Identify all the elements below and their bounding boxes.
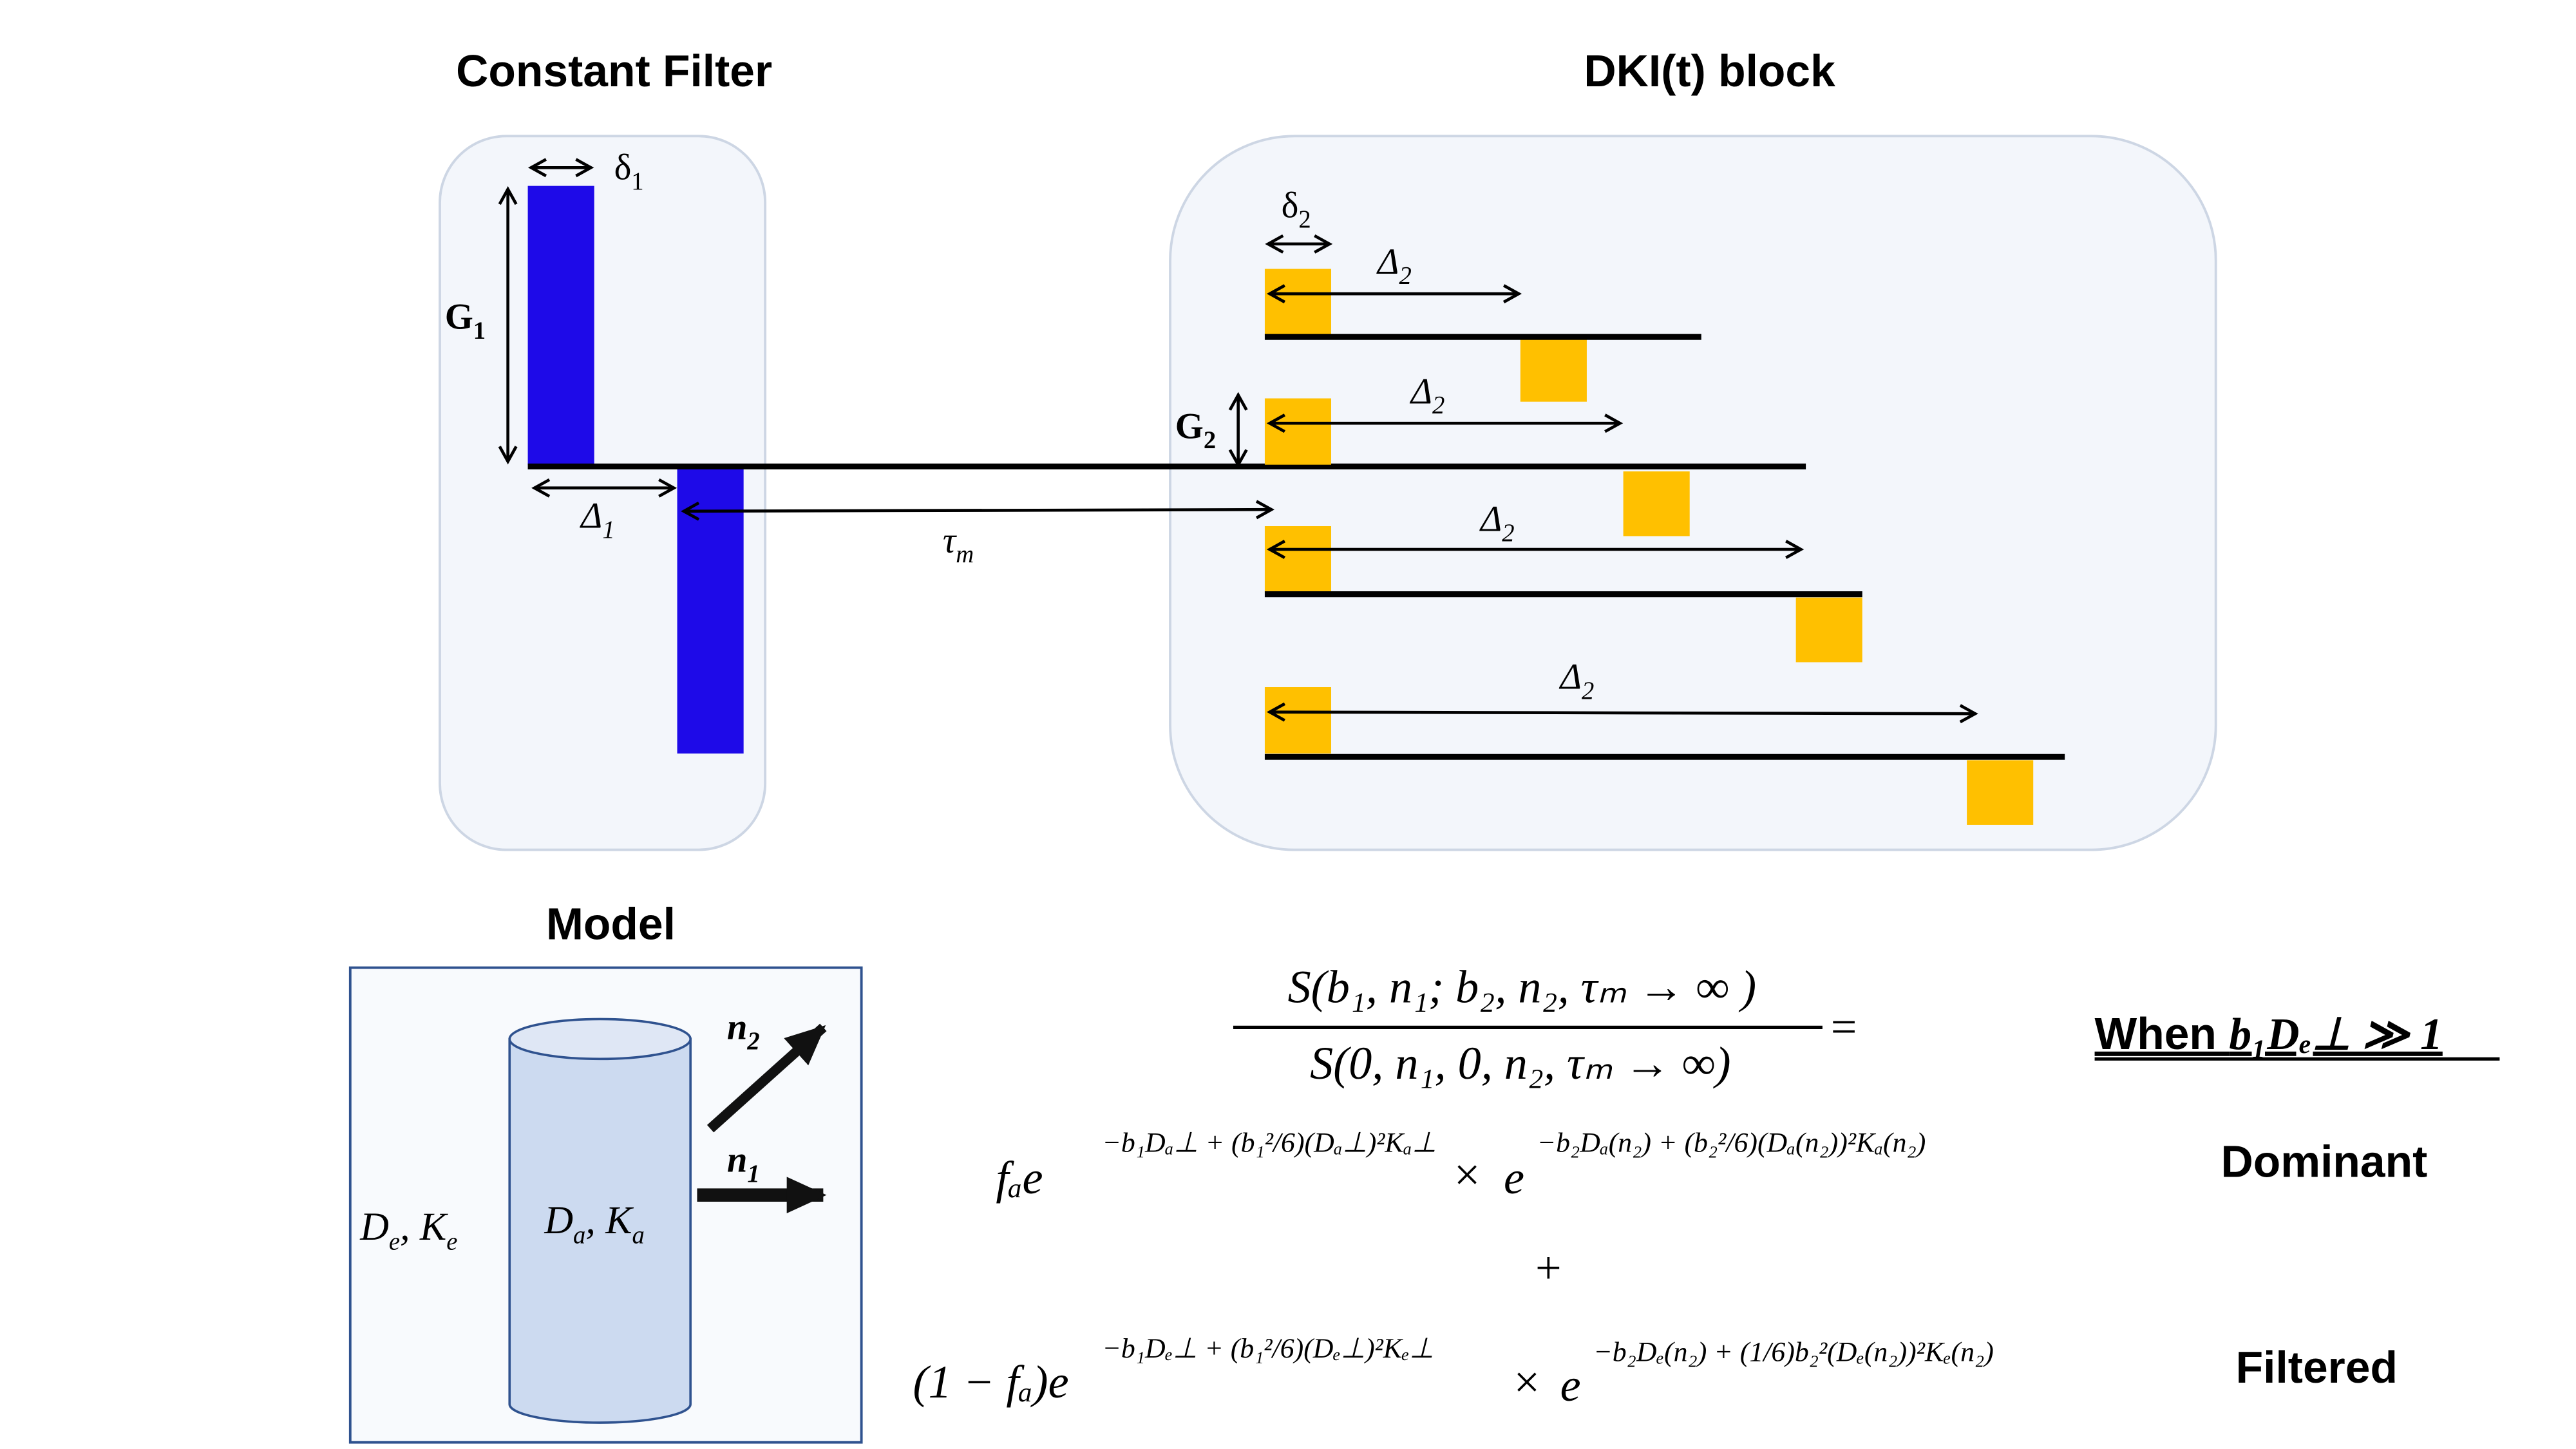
constant-filter-title: Constant Filter	[456, 46, 772, 96]
Delta2-label: Δ2	[1479, 499, 1515, 547]
dki-row-4: Δ2	[1264, 657, 2065, 825]
G2-label: G2	[1175, 406, 1216, 453]
dki-pulse-negative	[1623, 471, 1690, 536]
delta2-label: δ2	[1282, 185, 1311, 233]
filter-gradient-pulse-positive	[527, 185, 594, 465]
filtered-term: (1 − fₐ)e −b₁Dₑ⊥ + (b₁²/6)(Dₑ⊥)²Kₑ⊥ × e …	[913, 1333, 1994, 1411]
Delta2-label: Δ2	[1376, 242, 1412, 289]
Delta1-label: Δ1	[580, 496, 615, 544]
dominant-term-exponent-2: −b₂Dₐ(n₂) + (b₂²/6)(Dₐ(n₂))²Kₐ(n₂)	[1537, 1128, 1926, 1159]
tau-m-arrow	[681, 500, 1275, 521]
intra-axonal-label: Da, Ka	[544, 1198, 644, 1249]
Delta2-arrow	[1266, 702, 1978, 724]
signal-ratio-denominator: S(0, n₁, 0, n₂, τₘ → ∞)	[1310, 1037, 1730, 1089]
dki-block-title: DKI(t) block	[1584, 46, 1835, 96]
dominant-term-prefix: fₐe	[996, 1152, 1043, 1204]
dominant-term-exponent-1: −b₁Dₐ⊥ + (b₁²/6)(Dₐ⊥)²Kₐ⊥	[1102, 1128, 1436, 1159]
dki-row-1: Δ2	[1264, 242, 1701, 402]
dki-pulse-negative	[1795, 597, 1862, 663]
n1-label: n1	[727, 1140, 760, 1188]
n2-direction-arrow	[706, 1023, 827, 1133]
Delta2-label: Δ2	[1559, 657, 1595, 705]
filtered-term-exponent-1: −b₁Dₑ⊥ + (b₁²/6)(Dₑ⊥)²Kₑ⊥	[1102, 1333, 1434, 1364]
dki-block-panel	[1169, 135, 2217, 851]
filtered-term-e: e	[1560, 1359, 1581, 1411]
dki-row-2: Δ2 G2	[1175, 371, 1690, 536]
times-sign: ×	[1454, 1149, 1481, 1200]
delta1-label: δ1	[614, 147, 644, 194]
dki-pulse-positive	[1264, 269, 1332, 336]
dki-pulse-negative	[1520, 338, 1587, 402]
tau-m-label: τm	[943, 520, 974, 568]
dki-pulse-positive	[1264, 398, 1332, 465]
dominant-term: fₐe −b₁Dₐ⊥ + (b₁²/6)(Dₐ⊥)²Kₐ⊥ × e −b₂Dₐ(…	[996, 1128, 1926, 1204]
filtered-term-exponent-2: −b₂Dₑ(n₂) + (1/6)b₂²(Dₑ(n₂))²Kₑ(n₂)	[1593, 1336, 1994, 1367]
dominant-term-e: e	[1504, 1152, 1524, 1204]
dki-pulse-positive	[1264, 687, 1332, 754]
extra-axonal-label: De, Ke	[359, 1205, 457, 1255]
G1-label: G1	[445, 296, 486, 344]
dki-pulse-negative	[1967, 760, 2034, 825]
times-sign: ×	[1514, 1356, 1540, 1408]
signal-ratio-numerator: S(b₁, n₁; b₂, n₂, τₘ → ∞ )	[1288, 961, 1757, 1013]
filtered-term-prefix: (1 − fₐ)e	[913, 1356, 1069, 1408]
filtered-tag: Filtered	[2236, 1342, 2398, 1392]
equals-sign: =	[1831, 1001, 1857, 1053]
n2-label: n2	[727, 1007, 760, 1054]
Delta2-label: Δ2	[1410, 371, 1445, 419]
axon-cylinder	[508, 1018, 692, 1424]
dominant-tag: Dominant	[2221, 1136, 2427, 1186]
dki-row-3: Δ2	[1264, 499, 1862, 663]
condition-label: When b₁Dₑ⊥ ≫ 1	[2095, 1009, 2443, 1059]
model-title: Model	[546, 899, 676, 949]
dki-pulse-positive	[1264, 526, 1332, 593]
plus-sign: +	[1535, 1242, 1562, 1293]
